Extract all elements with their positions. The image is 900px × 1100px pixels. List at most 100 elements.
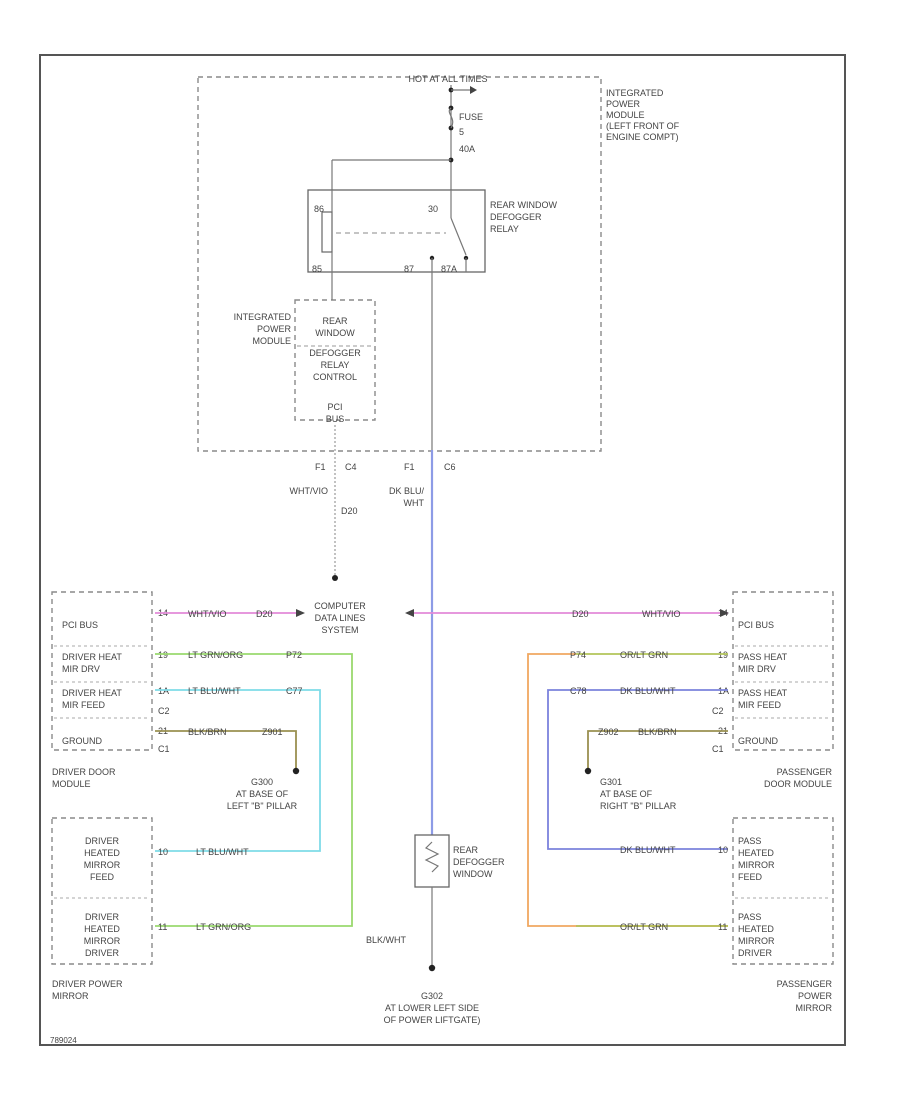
left-pin-19: 19 <box>158 650 168 660</box>
g301-label-3: RIGHT "B" PILLAR <box>600 801 677 811</box>
left-pin-1a: 1A <box>158 686 169 696</box>
relay-coil-icon <box>321 211 333 253</box>
passenger-power-mirror-box <box>732 817 834 965</box>
right-item-ground: GROUND <box>738 736 778 746</box>
left-wire-lt-grn-org: LT GRN/ORG <box>188 650 243 660</box>
pass-mirror-item-8: DRIVER <box>738 948 773 958</box>
left-item-heat-2: MIR DRV <box>62 664 100 674</box>
right-item-heat-2: MIR DRV <box>738 664 776 674</box>
pass-mirror-pin-11: 11 <box>718 922 727 932</box>
wire-d20-label: D20 <box>341 506 358 516</box>
left-wire-c77: C77 <box>286 686 303 696</box>
ipm-left-label-3: MODULE <box>252 336 291 346</box>
pass-mirror-item-7: MIRROR <box>738 936 775 946</box>
right-wire-d20: D20 <box>572 609 589 619</box>
g302-ground-node <box>428 964 436 972</box>
diagram-frame <box>39 54 846 1046</box>
passenger-power-mirror-label-3: MIRROR <box>796 1003 833 1013</box>
passenger-door-module-label-2: DOOR MODULE <box>764 779 832 789</box>
integrated-power-module-box <box>197 76 602 452</box>
right-item-pci-bus: PCI BUS <box>738 620 774 630</box>
left-item-ground: GROUND <box>62 736 102 746</box>
left-connector-c2: C2 <box>158 706 170 716</box>
left-wire-p72: P72 <box>286 650 302 660</box>
wire-dk-blu-wht-label-1: DK BLU/ <box>389 486 425 496</box>
pass-mirror-item-4: FEED <box>738 872 763 882</box>
driver-mirror-item-2: HEATED <box>84 848 120 858</box>
pass-ground-wire <box>587 730 728 771</box>
control-label-3: DEFOGGER <box>309 348 361 358</box>
left-item-feed-1: DRIVER HEAT <box>62 688 122 698</box>
right-wire-p74: P74 <box>570 650 586 660</box>
relay-pin-30: 30 <box>428 204 438 214</box>
left-wire-d20: D20 <box>256 609 273 619</box>
passenger-door-module-box <box>732 591 834 751</box>
pass-heat-feed-wire <box>547 689 728 850</box>
pass-mirror-pin-10: 10 <box>718 845 728 855</box>
left-wire-lt-blu-wht: LT BLU/WHT <box>188 686 241 696</box>
right-item-heat-1: PASS HEAT <box>738 652 788 662</box>
wire-dk-blu-wht-label-2: WHT <box>404 498 425 508</box>
relay-pin-87a: 87A <box>441 264 457 274</box>
left-item-feed-2: MIR FEED <box>62 700 106 710</box>
driver-mirror-item-4: FEED <box>90 872 115 882</box>
right-item-feed-1: PASS HEAT <box>738 688 788 698</box>
relay-switch-arm-icon <box>450 217 467 256</box>
fuse-amperage: 40A <box>459 144 475 154</box>
ipm-left-label-1: INTEGRATED <box>234 312 292 322</box>
driver-mirror-item-3: MIRROR <box>84 860 121 870</box>
driver-mirror-item-8: DRIVER <box>85 948 120 958</box>
pci-bus-right-arrow-icon <box>405 609 414 617</box>
relay-pin-87: 87 <box>404 264 414 274</box>
pci-bus-label-2: BUS <box>326 414 345 424</box>
connector-f1-left: F1 <box>315 462 326 472</box>
pass-heat-drive-wire-orange <box>527 653 576 927</box>
control-label-5: CONTROL <box>313 372 357 382</box>
driver-mirror-item-7: MIRROR <box>84 936 121 946</box>
ipm-top-label-2: POWER <box>606 99 641 109</box>
driver-door-module-label-2: MODULE <box>52 779 91 789</box>
pass-mirror-wire-or-lt-grn: OR/LT GRN <box>620 922 668 932</box>
driver-mirror-pin-10: 10 <box>158 847 168 857</box>
driver-ground-wire <box>155 730 297 771</box>
right-wire-dk-blu-wht: DK BLU/WHT <box>620 686 676 696</box>
driver-mirror-pin-11: 11 <box>158 922 167 932</box>
g301-label-2: AT BASE OF <box>600 789 653 799</box>
left-wire-z901: Z901 <box>262 727 283 737</box>
driver-power-mirror-box <box>51 817 153 965</box>
wire-wht-vio-label: WHT/VIO <box>290 486 329 496</box>
driver-mirror-item-6: HEATED <box>84 924 120 934</box>
driver-mirror-item-5: DRIVER <box>85 912 120 922</box>
driver-mirror-item-1: DRIVER <box>85 836 120 846</box>
pci-bus-node <box>332 575 338 581</box>
relay-pin-85: 85 <box>312 264 322 274</box>
defogger-element-icon <box>424 841 440 873</box>
driver-door-module-box <box>51 591 153 751</box>
right-wire-wht-vio: WHT/VIO <box>642 609 681 619</box>
driver-power-mirror-label-1: DRIVER POWER <box>52 979 123 989</box>
right-connector-c1: C1 <box>712 744 724 754</box>
driver-power-mirror-label-2: MIRROR <box>52 991 89 1001</box>
pci-bus-left-arrow-icon <box>296 609 305 617</box>
relay-label-3: RELAY <box>490 224 519 234</box>
ipm-left-label-2: POWER <box>257 324 292 334</box>
relay-label-1: REAR WINDOW <box>490 200 558 210</box>
g301-ground-node <box>584 767 592 775</box>
right-pin-19: 19 <box>718 650 728 660</box>
passenger-power-mirror-label-2: POWER <box>798 991 833 1001</box>
relay-label-2: DEFOGGER <box>490 212 542 222</box>
connector-c4: C4 <box>345 462 357 472</box>
relay-control-module <box>294 299 376 421</box>
g302-label-1: G302 <box>421 991 443 1001</box>
ground-wire-blk-wht: BLK/WHT <box>366 935 407 945</box>
right-pin-14: 14 <box>718 608 728 618</box>
control-label-2: WINDOW <box>315 328 355 338</box>
pci-bus-label-1: PCI <box>327 402 342 412</box>
right-wire-or-lt-grn: OR/LT GRN <box>620 650 668 660</box>
driver-mirror-wire-lt-blu-wht: LT BLU/WHT <box>196 847 249 857</box>
pass-mirror-item-3: MIRROR <box>738 860 775 870</box>
pass-mirror-wire-dk-blu-wht: DK BLU/WHT <box>620 845 676 855</box>
g300-label-1: G300 <box>251 777 273 787</box>
left-wire-wht-vio: WHT/VIO <box>188 609 227 619</box>
